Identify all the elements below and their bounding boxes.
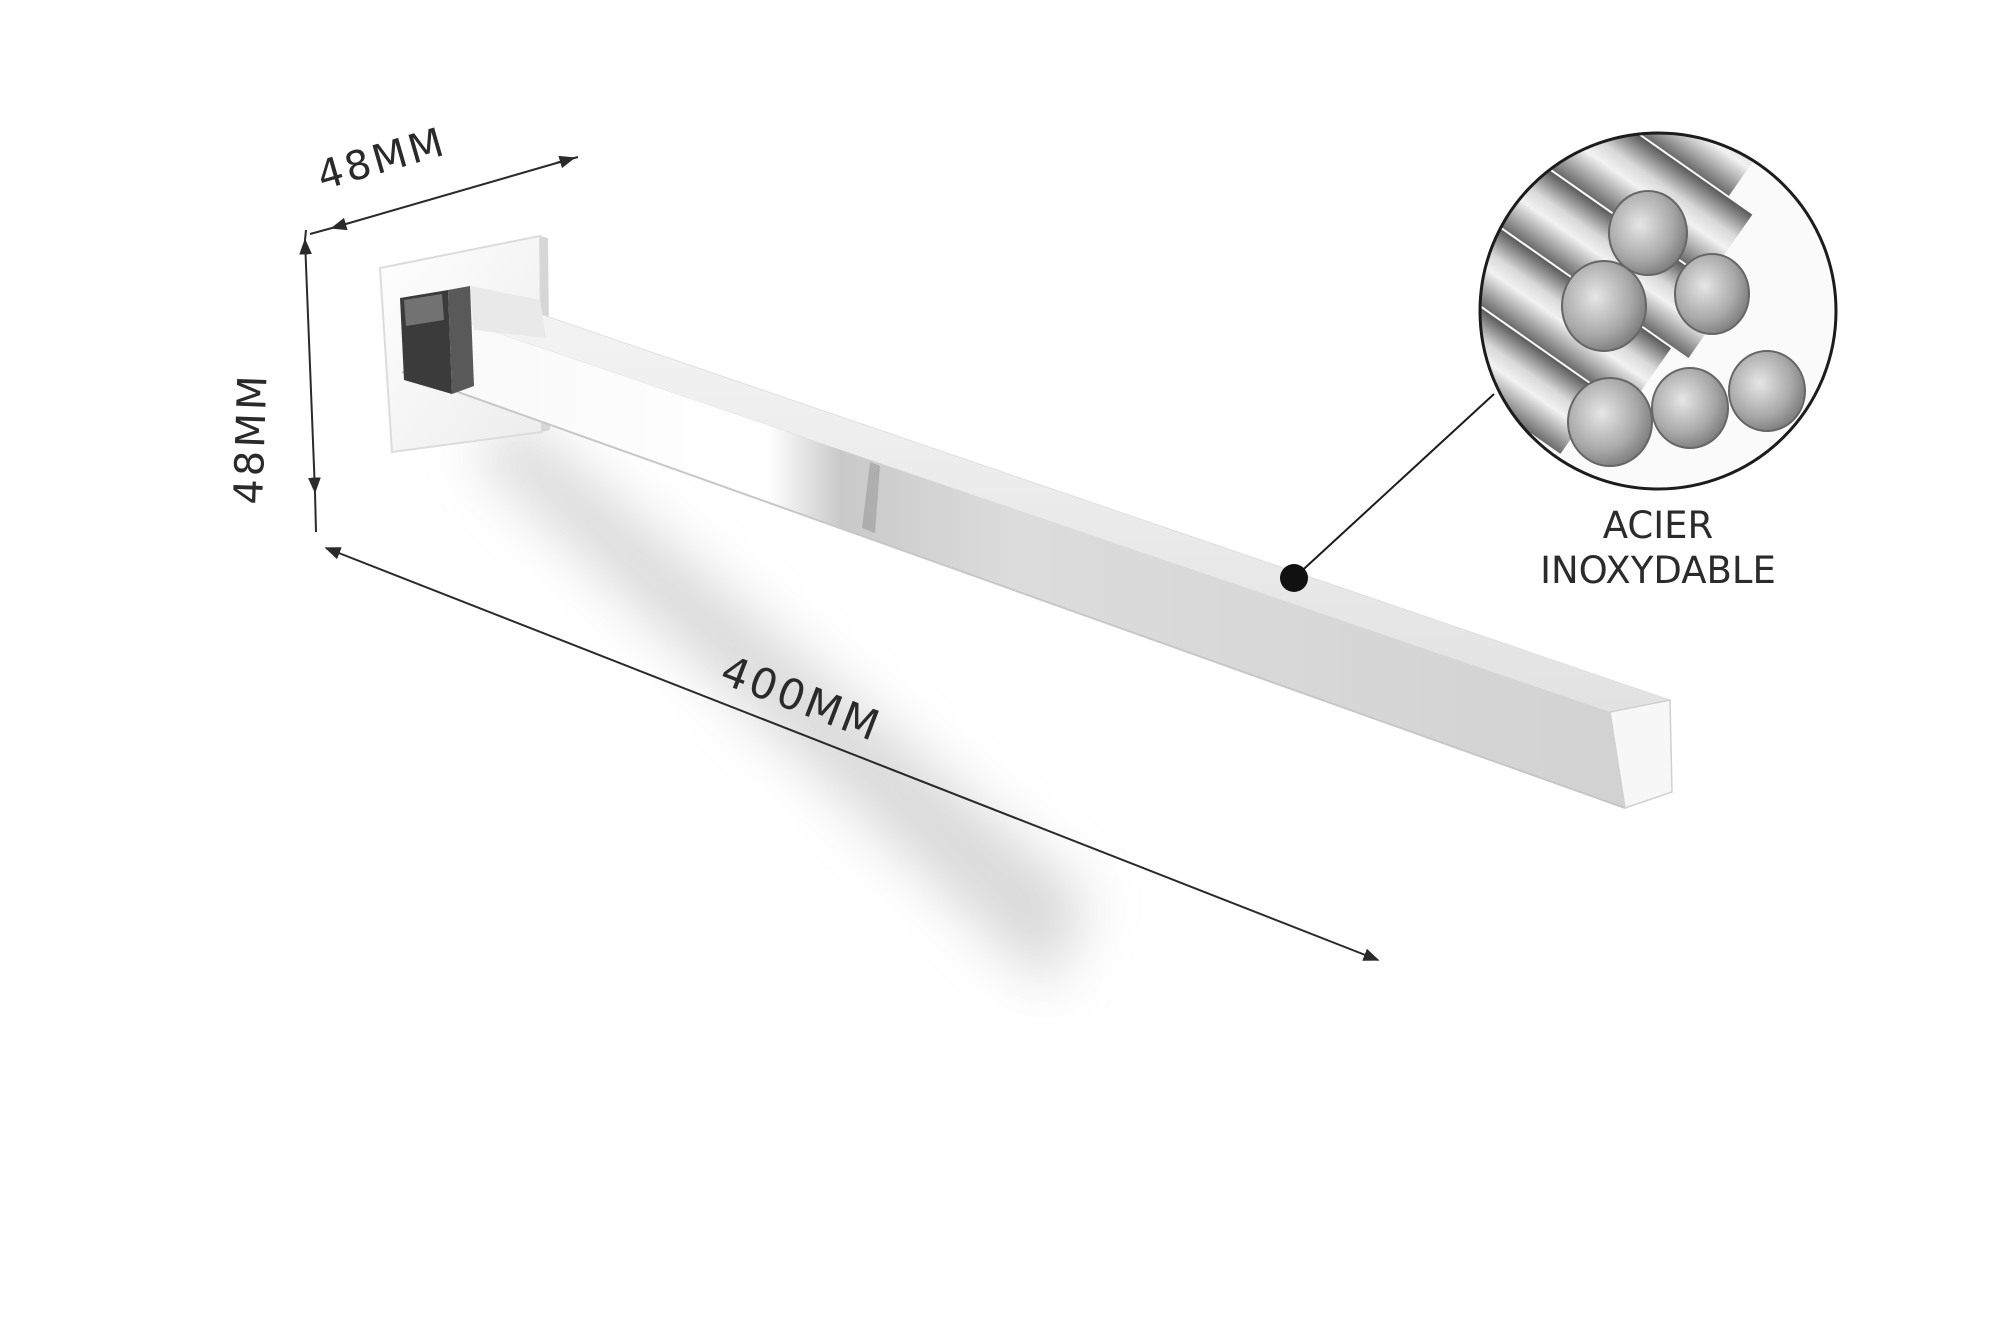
plate-height-label: 48MM <box>226 372 277 505</box>
plate-width-label: 48MM <box>312 119 451 200</box>
material-label-line2: INOXYDABLE <box>1540 549 1776 592</box>
steel-rods-image <box>1480 133 1836 489</box>
stainless-steel-magnifier <box>1478 131 1838 491</box>
plate-height-dimension: 48MM <box>226 229 321 533</box>
material-label-line1: ACIER <box>1603 504 1714 547</box>
plate-width-dimension: 48MM <box>309 119 579 235</box>
callout-leader <box>1280 393 1495 592</box>
magnifier-ring <box>1478 131 1838 491</box>
callout-dot <box>1280 564 1308 592</box>
